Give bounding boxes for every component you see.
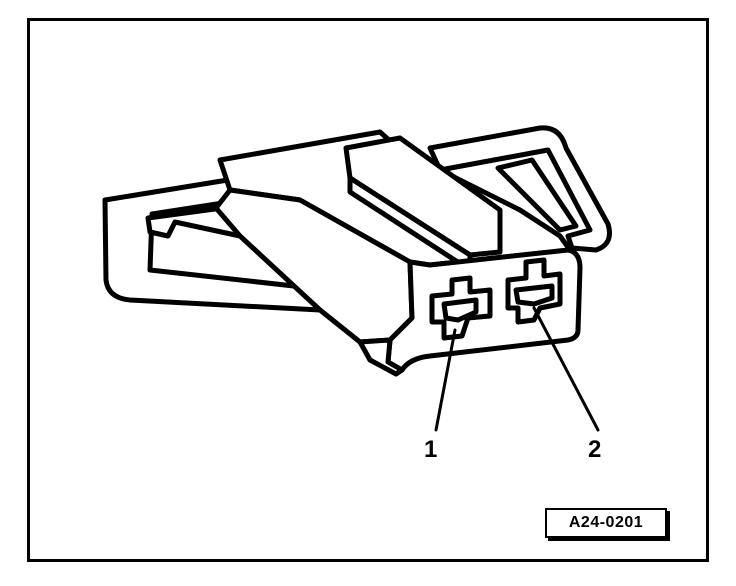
leader-line-2	[532, 306, 600, 432]
right-bracket-window	[495, 157, 579, 233]
figure-code-label: A24-0201	[545, 508, 667, 538]
left-bracket	[102, 175, 415, 321]
callout-pin-2: 2	[588, 436, 602, 463]
slot-2-contact	[513, 283, 555, 307]
slot-1-contact	[441, 297, 479, 323]
leader-line-1	[434, 328, 457, 432]
right-bracket	[427, 125, 612, 253]
callout-pin-1: 1	[424, 436, 438, 463]
connector-bottom	[357, 337, 405, 377]
